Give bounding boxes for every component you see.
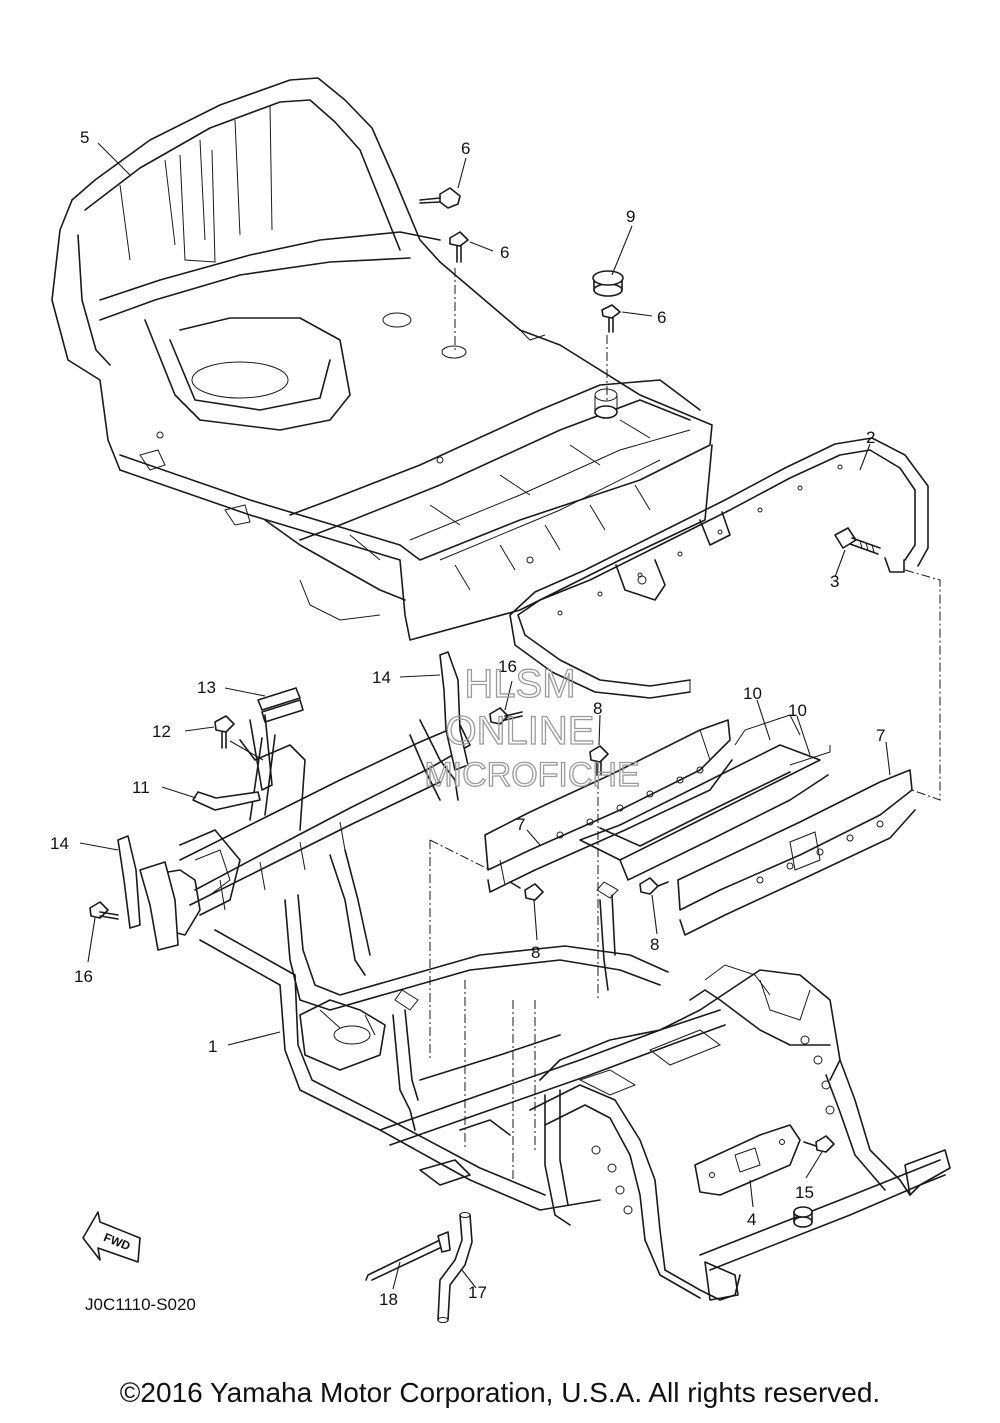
callout-10a: 10 [743,684,762,703]
watermark-line-3: MICROFICHE [424,756,639,794]
callout-6b: 6 [500,243,509,262]
forward-arrow-icon: FWD [82,1211,141,1263]
leader-lines [79,142,891,1290]
callout-12: 12 [152,722,171,741]
callout-15: 15 [795,1183,814,1202]
part-11-bracket [192,714,273,811]
callout-8c: 8 [650,935,659,954]
diagram-code: J0C1110-S020 [85,1295,196,1314]
part-7-side-rails [484,719,916,936]
watermark: HLSM ONLINE MICROFICHE [424,661,641,794]
callout-6c: 6 [657,308,666,327]
part-14-stay-upper [439,651,469,771]
callout-4: 4 [747,1210,756,1229]
part-18-band [365,1231,451,1281]
callout-14a: 14 [372,668,391,687]
part-17-hose [437,1212,473,1323]
callout-9: 9 [626,207,635,226]
part-14-stay-lower [117,835,179,951]
part-10-channels [579,714,831,881]
watermark-line-1: HLSM [464,662,575,706]
callout-8b: 8 [531,943,540,962]
part-12-bolt [214,715,235,749]
callout-13: 13 [197,678,216,697]
callout-11: 11 [132,778,150,797]
callout-7b: 7 [876,726,885,745]
part-15-bolt [803,1135,835,1153]
part-6-screws [419,187,621,333]
reference-lines [429,268,941,1180]
callout-17: 17 [468,1283,487,1302]
part-3-bolt [834,527,881,555]
callout-3: 3 [830,572,839,591]
callout-8a: 8 [593,699,602,718]
watermark-line-2: ONLINE [446,709,595,753]
callout-16a: 16 [74,967,93,986]
callout-18: 18 [379,1290,398,1309]
part-5-seat-frame [51,77,713,641]
callout-7a: 7 [516,815,525,834]
part-2-upper-tube [509,437,929,699]
part-1-main-frame [149,719,951,1301]
part-8-bolts [509,745,669,901]
callout-2: 2 [866,428,875,447]
rubber-plug [793,1206,813,1228]
callout-1: 1 [208,1037,217,1056]
callout-16b: 16 [498,657,517,676]
callouts: 1 2 3 4 5 6 6 6 7 7 8 8 8 9 10 10 11 12 … [50,128,885,1309]
copyright-footer: ©2016 Yamaha Motor Corporation, U.S.A. A… [119,1377,881,1408]
part-13-pad [257,687,304,723]
part-16-bolts [89,707,523,920]
part-9-cap [592,270,624,297]
callout-6a: 6 [461,139,470,158]
part-4-guard [694,1124,801,1196]
callout-5: 5 [80,128,89,147]
callout-14b: 14 [50,834,69,853]
callout-10b: 10 [788,701,807,720]
